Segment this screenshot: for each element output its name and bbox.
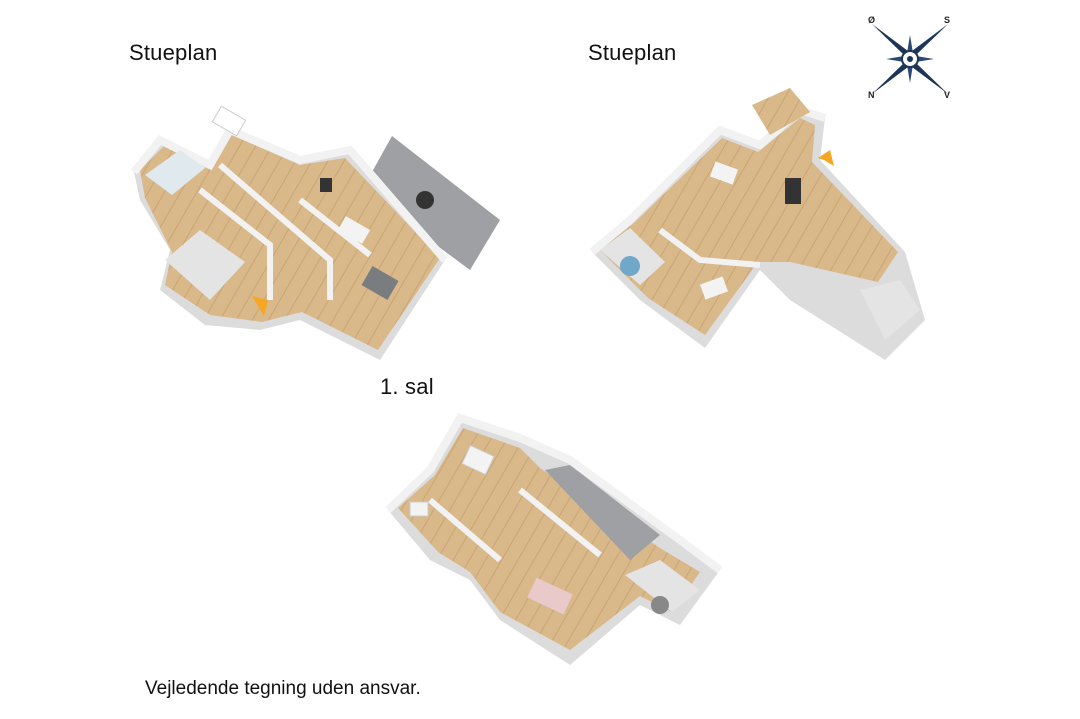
right-plan-title: Stueplan — [588, 40, 677, 65]
right-plan-floor — [600, 118, 898, 335]
upper-floor-title: 1. sal — [380, 374, 434, 399]
disclaimer-text: Vejledende tegning uden ansvar. — [145, 678, 421, 699]
left-floor-plan — [130, 105, 500, 360]
entrance-arrow-icon — [252, 296, 268, 316]
entrance-arrow-icon — [818, 150, 834, 166]
upper-floor-floor — [398, 428, 700, 650]
compass-rose-icon: Ø S N V — [868, 15, 950, 100]
compass-label-north: Ø — [868, 15, 875, 25]
compass-label-east: S — [944, 15, 950, 25]
left-plan-floor — [140, 135, 440, 350]
right-floor-plan — [589, 88, 925, 360]
left-plan-title: Stueplan — [129, 40, 218, 65]
upper-floor-plan — [385, 413, 723, 665]
compass-label-south: V — [944, 90, 950, 100]
compass-label-west: N — [868, 90, 875, 100]
